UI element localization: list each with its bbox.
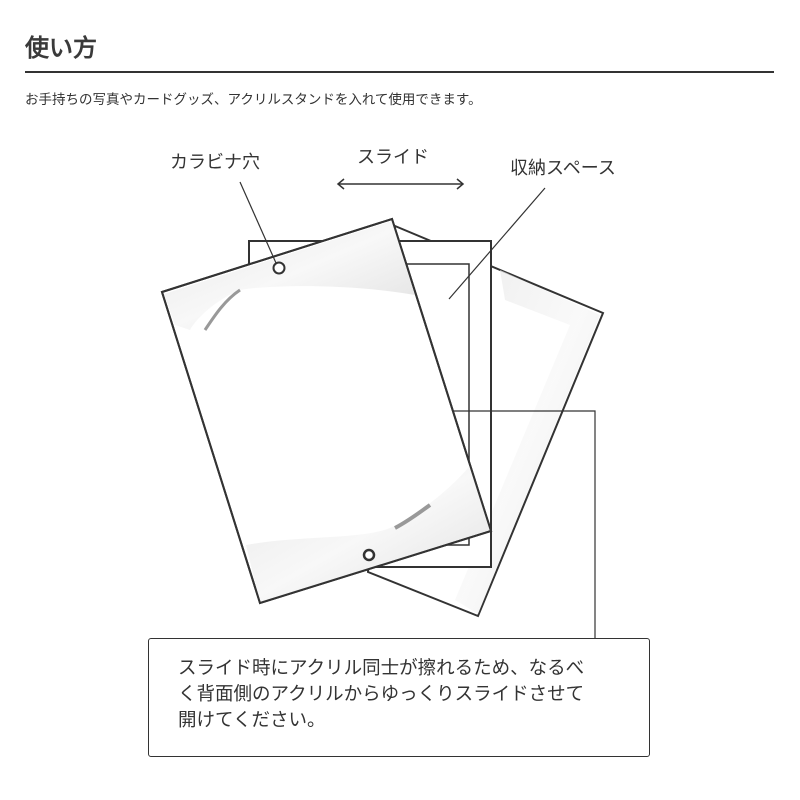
storage-leader-line <box>448 187 546 300</box>
caution-note-box: スライド時にアクリル同士が擦れるため、なるべ く背面側のアクリルからゆっくりスラ… <box>148 638 650 757</box>
note-line: 開けてください。 <box>178 710 326 731</box>
storage-space-label: 収納スペース <box>510 158 616 179</box>
carabiner-hole-bottom <box>362 548 376 562</box>
page-subtitle: お手持ちの写真やカードグッズ、アクリルスタンドを入れて使用できます。 <box>25 92 482 108</box>
title-divider <box>25 71 774 73</box>
note-line: スライド時にアクリル同士が擦れるため、なるべ <box>178 658 585 679</box>
front-acrylic-panel <box>160 217 493 605</box>
note-line: く背面側のアクリルからゆっくりスライドさせて <box>178 684 585 705</box>
carabiner-hole-label: カラビナ穴 <box>170 152 260 173</box>
carabiner-hole-top <box>272 261 286 275</box>
slide-arrow-icon <box>336 178 465 190</box>
page-title: 使い方 <box>25 34 97 62</box>
carabiner-leader-line <box>239 181 277 264</box>
slide-label: スライド <box>357 147 429 168</box>
note-leader-line <box>453 410 596 638</box>
